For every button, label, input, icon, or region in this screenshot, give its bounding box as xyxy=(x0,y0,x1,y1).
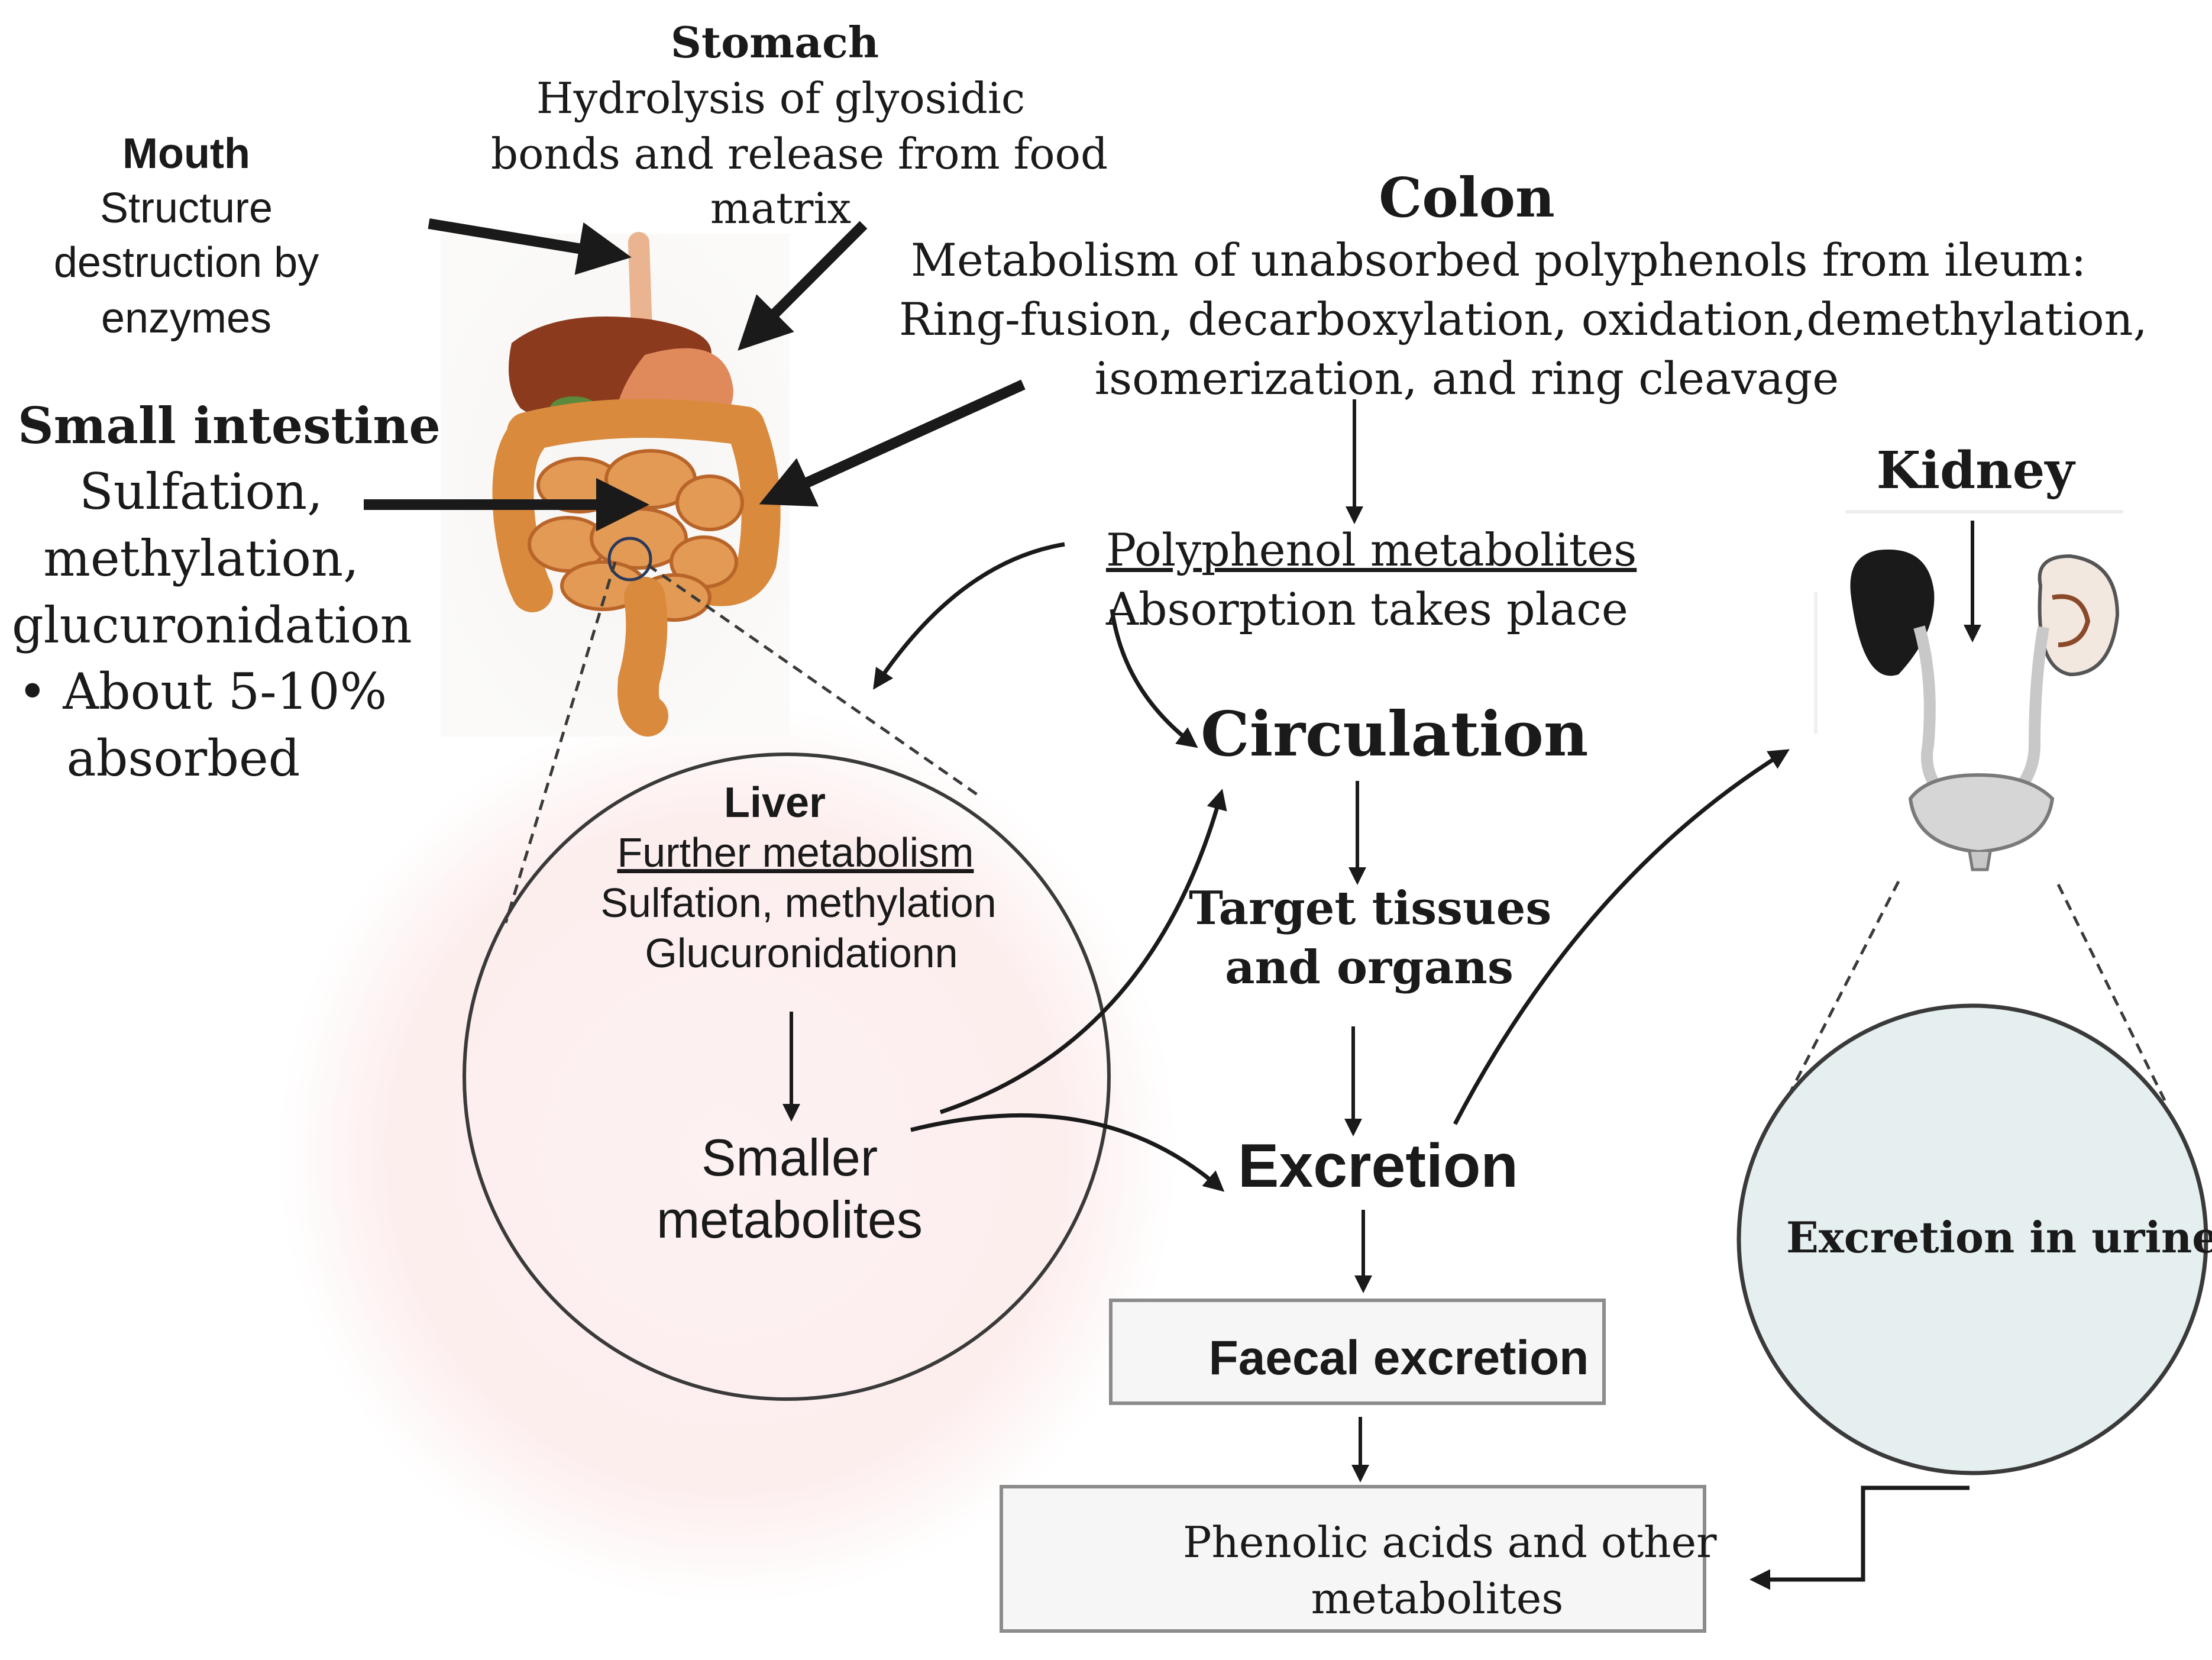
liver-title: Liver xyxy=(723,779,826,826)
target-tissues-line-1: Target tissues xyxy=(1189,881,1552,935)
mouth-title: Mouth xyxy=(122,130,250,177)
kidney-illustration xyxy=(1814,510,2123,871)
liver-to-excretion-arrow xyxy=(910,1113,1225,1192)
stomach-line-2: bonds and release from food xyxy=(491,129,1108,179)
faecal-excretion-label: Faecal excretion xyxy=(1208,1331,1589,1385)
stomach-line-3: matrix xyxy=(710,183,852,233)
kidney-dash-right xyxy=(2056,883,2166,1102)
small-intestine-line-5: absorbed xyxy=(66,729,300,787)
colon-line-1: Metabolism of unabsorbed polyphenols fro… xyxy=(911,234,2087,286)
polyphenol-absorption-text: Absorption takes place xyxy=(1106,583,1628,635)
liver-glow xyxy=(278,704,1177,1603)
metabolites-to-circulation-arrow xyxy=(1110,609,1198,748)
liver-circle xyxy=(463,753,1111,1401)
phenolic-line-1: Phenolic acids and other xyxy=(1183,1517,1717,1567)
circulation-label: Circulation xyxy=(1201,697,1589,770)
colon-line-3: isomerization, and ring cleavage xyxy=(1094,352,1839,405)
mouth-line-3: enzymes xyxy=(101,295,272,342)
liver-dash-left xyxy=(504,561,617,923)
small-intestine-title: Small intestine xyxy=(18,396,441,455)
faecal-excretion-box xyxy=(1109,1299,1606,1405)
liver-line-1: Sulfation, methylation xyxy=(600,880,997,926)
small-intestine-line-1: Sulfation, xyxy=(79,463,323,521)
small-intestine-line-2: methylation, xyxy=(43,529,359,587)
mouth-line-2: destruction by xyxy=(53,239,319,286)
phenolic-line-2: metabolites xyxy=(1311,1574,1564,1623)
mouth-line-1: Structure xyxy=(99,185,273,232)
small-intestine-line-4: • About 5-10% xyxy=(18,663,387,721)
urine-to-phenolic-arrow xyxy=(1749,1485,1970,1590)
mouth-arrow xyxy=(428,218,632,275)
polyphenol-metabolites-title: Polyphenol metabolites xyxy=(1106,524,1637,576)
liver-to-circulation-arrow xyxy=(939,789,1227,1115)
digestive-system-illustration xyxy=(441,232,790,737)
excretion-to-kidney-arrow xyxy=(1453,749,1790,1125)
smaller-metabolites-line-1: Smaller xyxy=(701,1128,878,1187)
small-intestine-line-3: glucuronidation xyxy=(12,596,412,654)
kidney-title: Kidney xyxy=(1876,441,2075,500)
target-tissues-line-2: and organs xyxy=(1225,941,1514,994)
metabolites-to-liver-arrow xyxy=(873,542,1065,690)
stomach-line-1: Hydrolysis of glyosidic xyxy=(536,73,1026,123)
excretion-label: Excretion xyxy=(1238,1132,1518,1200)
smaller-metabolites-line-2: metabolites xyxy=(656,1190,923,1249)
colon-line-2: Ring-fusion, decarboxylation, oxidation,… xyxy=(899,293,2148,345)
colon-arrow xyxy=(759,379,1026,507)
excretion-in-urine-label: Excretion in urine xyxy=(1786,1212,2212,1262)
phenolic-acids-box xyxy=(1000,1485,1706,1633)
liver-line-2: Glucuronidationn xyxy=(645,930,958,976)
colon-title: Colon xyxy=(1379,166,1555,230)
urine-circle xyxy=(1736,1003,2208,1475)
liver-further-metabolism: Further metabolism xyxy=(617,829,974,876)
stomach-title: Stomach xyxy=(670,17,879,67)
liver-dash-right xyxy=(646,563,980,797)
stomach-arrow xyxy=(738,221,868,351)
kidney-dash-left xyxy=(1784,880,1900,1102)
